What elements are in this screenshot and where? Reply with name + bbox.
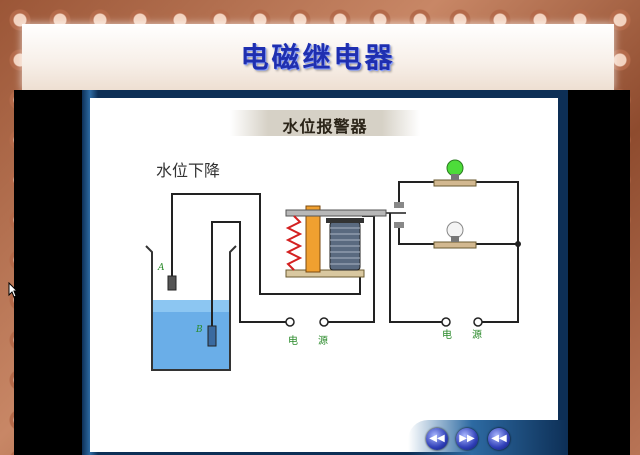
- water-level-label: 水位下降: [156, 161, 220, 180]
- beaker-outline: [145, 245, 237, 371]
- slide-subtitle: 水位报警器: [282, 117, 368, 136]
- electrode-a: [167, 275, 177, 291]
- wire-b: [211, 221, 290, 326]
- source-right-terminal-2: [473, 317, 483, 327]
- source-left-label-2: 源: [318, 334, 328, 347]
- mouse-cursor-icon: [8, 282, 18, 298]
- title-banner: 电磁继电器: [22, 24, 614, 90]
- wire-white-lamp: [398, 228, 434, 245]
- water-container: [145, 245, 237, 371]
- back-button[interactable]: ◀◀: [488, 428, 510, 450]
- water-surface: [152, 300, 230, 312]
- coil-windings: [330, 227, 360, 265]
- wire-a: [171, 193, 361, 295]
- subtitle-band: 水位报警器: [230, 110, 420, 136]
- relay-armature: [285, 209, 387, 217]
- source-right-terminal-1: [441, 317, 451, 327]
- electrode-b-label: B: [195, 325, 203, 335]
- white-lamp: [433, 221, 477, 249]
- next-button[interactable]: ▶▶: [456, 428, 478, 450]
- wire-right-source: [389, 213, 442, 323]
- rewind-icon: ◀◀: [429, 433, 445, 444]
- slide-panel: 水位报警器 水位下降 A B 电: [82, 90, 568, 455]
- wire-green-lamp: [398, 181, 434, 202]
- relay-base: [285, 269, 365, 278]
- return-icon: ◀◀: [491, 433, 507, 444]
- wire-right-down: [482, 244, 519, 323]
- source-right-label-1: 电: [442, 328, 452, 341]
- relay: [285, 205, 387, 278]
- relay-spring: [285, 215, 303, 271]
- upper-contact: [394, 202, 404, 208]
- source-right-label-2: 源: [472, 328, 482, 341]
- slide-title: 电磁继电器: [240, 41, 396, 74]
- green-lamp: [433, 159, 477, 187]
- source-left-terminal-1: [285, 317, 295, 327]
- fast-forward-icon: ▶▶: [459, 433, 475, 444]
- previous-button[interactable]: ◀◀: [426, 428, 448, 450]
- electrode-a-label: A: [157, 263, 165, 273]
- source-left-terminal-2: [319, 317, 329, 327]
- relay-post: [305, 205, 321, 273]
- water-alarm-circuit-diagram: 水位下降 A B 电 源: [145, 159, 521, 371]
- source-left-label-1: 电: [288, 334, 298, 347]
- slide-content: 水位报警器 水位下降 A B 电: [90, 98, 558, 452]
- electrode-b: [207, 325, 217, 347]
- coil-top-cap: [326, 218, 364, 223]
- wire-lamps-return: [476, 181, 519, 245]
- lower-contact: [394, 222, 404, 228]
